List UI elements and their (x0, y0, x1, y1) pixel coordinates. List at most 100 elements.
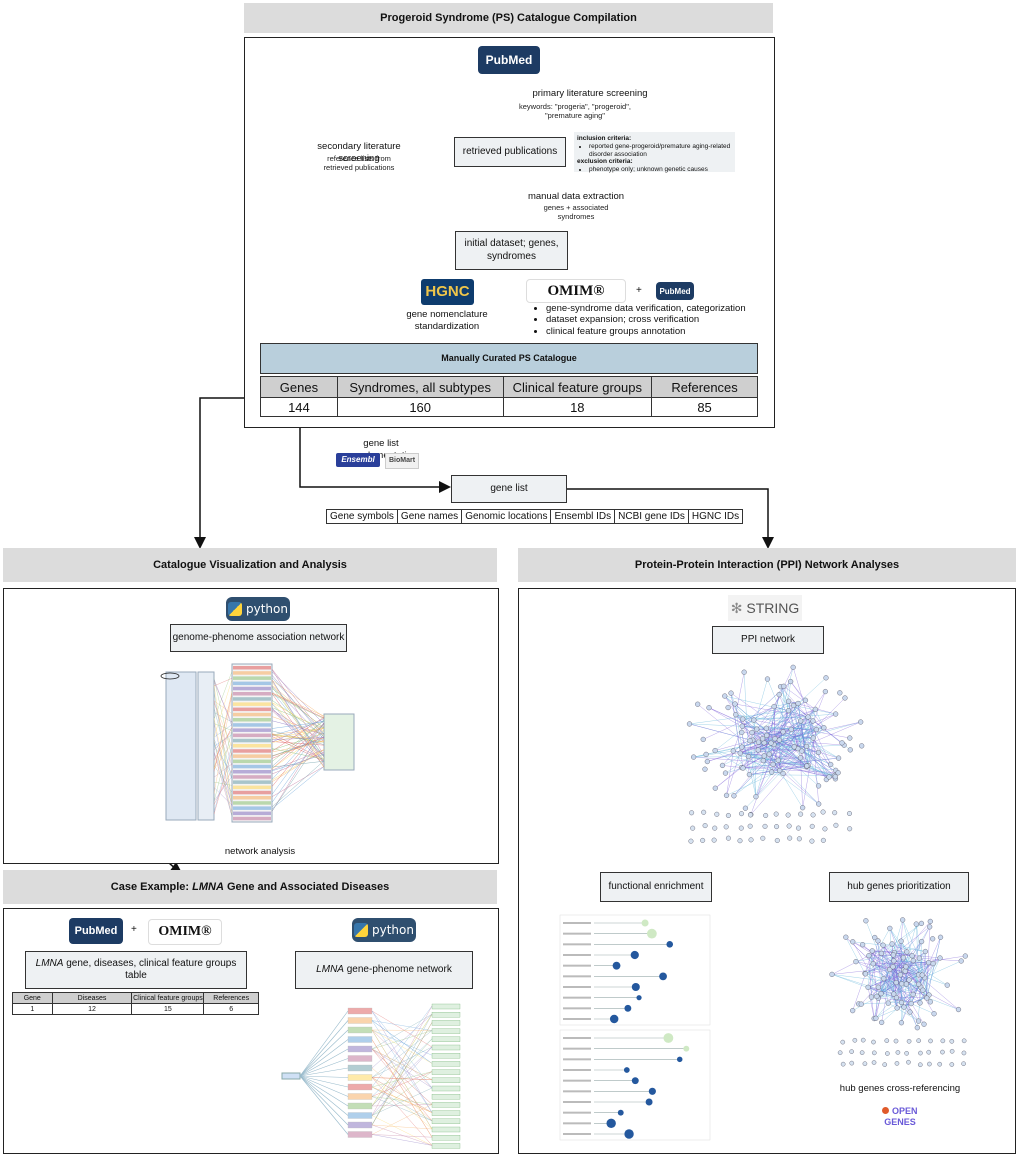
network-edge (213, 751, 233, 815)
hgnc-logo: HGNC (421, 279, 474, 305)
disease-feature-edge (371, 1077, 433, 1080)
omim-bullets: gene-syndrome data verification, categor… (534, 303, 764, 337)
ppi-node (704, 758, 710, 765)
hub-node (908, 1000, 914, 1007)
stats-value: 18 (502, 397, 653, 417)
lollipop-label (563, 1069, 591, 1071)
disease-feature-edge (371, 1086, 433, 1121)
hub-node (893, 979, 899, 986)
feature-node (431, 1085, 461, 1092)
ppi-isolated-node (700, 837, 706, 843)
syndrome-cell (233, 764, 271, 769)
syndrome-cell (233, 816, 271, 821)
ppi-isolated-node (822, 826, 828, 832)
disease-feature-edge (371, 1039, 433, 1138)
ppi-node (760, 758, 766, 764)
ppi-edge (730, 693, 743, 727)
ppi-node (815, 783, 822, 789)
network-edge (271, 681, 325, 768)
hub-edge (895, 982, 918, 1028)
network-edge (271, 749, 325, 781)
lollipop-dot (636, 995, 642, 1001)
omim-logo: OMIM® (526, 279, 626, 303)
ppi-edge (783, 686, 816, 710)
hub-node (917, 1000, 923, 1006)
network-edge (271, 760, 325, 768)
ppi-edge (771, 742, 807, 747)
network-edge (271, 737, 325, 740)
lollipop-dot (676, 1056, 683, 1063)
secondary-screening-sub: reference lists from retrieved publicati… (323, 154, 395, 173)
feature-column (323, 713, 355, 771)
hub-node (860, 942, 866, 948)
network-edge (271, 719, 325, 767)
lollipop-label (563, 1133, 591, 1135)
hub-node (903, 981, 909, 987)
hub-isolated-node (882, 1062, 888, 1067)
ppi-node (695, 701, 701, 707)
disease-node (347, 1093, 373, 1100)
biomart-logo: BioMart (385, 453, 419, 469)
plus-sign: + (636, 285, 642, 296)
lollipop-dot (623, 1067, 630, 1073)
omim-bullet-2: dataset expansion; cross verification (546, 314, 764, 325)
disease-feature-edge (371, 1048, 433, 1105)
lollipop-label (563, 922, 591, 924)
ppi-node (816, 801, 822, 807)
hub-node (906, 977, 912, 983)
syndrome-cell (233, 775, 271, 779)
lmna-edge (299, 1058, 349, 1077)
hub-edge (916, 924, 928, 999)
panel-a-title: Progeroid Syndrome (PS) Catalogue Compil… (244, 3, 773, 33)
ppi-edge (791, 729, 830, 778)
python-logo-text: python (246, 602, 288, 616)
catalogue-title: Manually Curated PS Catalogue (260, 343, 758, 374)
criteria-box: inclusion criteria: reported gene-proger… (574, 132, 735, 174)
ppi-edge (807, 716, 831, 765)
hub-edge (865, 920, 897, 998)
syndrome-cell (233, 790, 271, 795)
ppi-node (790, 664, 796, 670)
ppi-node (703, 751, 709, 758)
hub-node (878, 991, 884, 997)
network-edge (213, 723, 233, 731)
feature-node (431, 1143, 461, 1149)
hub-edge (893, 960, 914, 995)
ppi-edge (813, 738, 819, 805)
ppi-edge (703, 706, 775, 740)
disease-feature-edge (371, 1046, 433, 1116)
syndrome-cell (233, 671, 271, 675)
network-edge (213, 751, 233, 804)
hub-edge (873, 962, 929, 964)
ppi-isolated-node (712, 825, 718, 831)
lollipop-dot (630, 950, 639, 960)
lollipop-label (563, 1122, 591, 1125)
ppi-edge (722, 765, 742, 768)
hub-node (919, 972, 925, 978)
ppi-node (780, 770, 786, 777)
ppi-node (847, 735, 853, 741)
ppi-node (739, 729, 745, 736)
ppi-isolated-node (795, 825, 801, 831)
ppi-isolated-node (832, 810, 838, 816)
ppi-node (797, 755, 804, 761)
ppi-isolated-node (796, 836, 802, 842)
ppi-node (813, 727, 819, 733)
hub-node (891, 991, 897, 997)
ppi-node (822, 688, 828, 695)
exclusion-item: phenotype only; unknown genetic causes (589, 166, 732, 174)
stats-value: 160 (336, 397, 504, 417)
panel-d-title: Case Example: LMNA Gene and Associated D… (3, 870, 497, 904)
ppi-node (788, 726, 794, 733)
lmna-table-box-rest: gene, diseases, clinical feature groups … (63, 957, 237, 982)
disease-feature-edge (371, 1029, 433, 1031)
ppi-node (746, 771, 753, 778)
ppi-edge (743, 672, 749, 757)
ppi-isolated-node (820, 809, 826, 815)
ppi-node (731, 793, 737, 799)
ppi-edge (769, 754, 836, 777)
gene-column (165, 671, 197, 821)
network-edge (271, 677, 325, 735)
lmna-network-box-gene: LMNA (316, 963, 344, 975)
